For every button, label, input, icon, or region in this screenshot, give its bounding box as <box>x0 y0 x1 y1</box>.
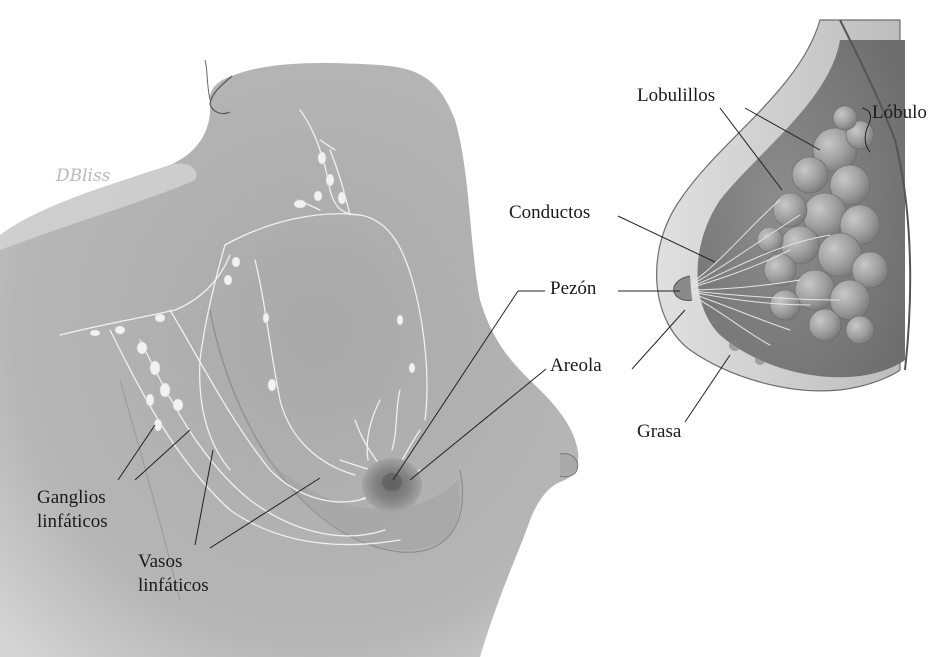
areola-front <box>362 458 422 512</box>
label-ganglios-linfaticos: Ganglios linfáticos <box>37 486 108 534</box>
label-vasos-line2: linfáticos <box>138 574 209 598</box>
torso-silhouette <box>0 63 578 657</box>
label-vasos-linfaticos: Vasos linfáticos <box>138 550 209 598</box>
label-conductos: Conductos <box>509 201 590 225</box>
label-grasa: Grasa <box>637 420 681 444</box>
label-pezon: Pezón <box>550 277 596 301</box>
label-lobulillos: Lobulillos <box>637 84 715 108</box>
neck-line <box>205 60 210 100</box>
artist-signature: DBliss <box>56 166 110 186</box>
label-vasos-line1: Vasos <box>138 550 209 574</box>
label-areola: Areola <box>550 354 602 378</box>
label-ganglios-line2: linfáticos <box>37 510 108 534</box>
torso-figure <box>0 60 578 657</box>
leader-areola-cross <box>632 310 685 369</box>
leader-grasa <box>685 355 730 422</box>
label-lobulo: Lóbulo <box>872 101 927 125</box>
breast-cross-section <box>657 20 911 391</box>
label-ganglios-line1: Ganglios <box>37 486 108 510</box>
